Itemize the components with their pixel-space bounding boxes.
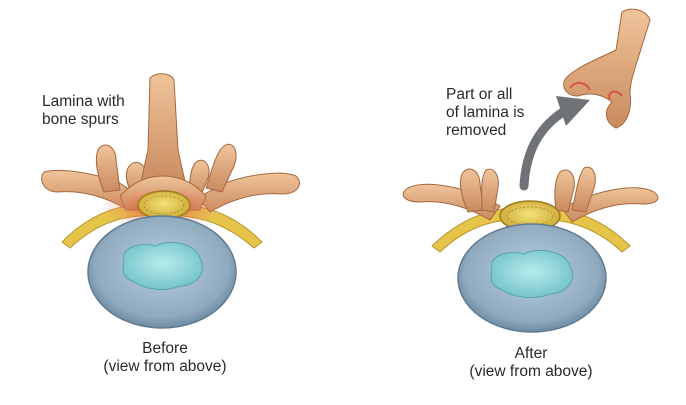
before-right-facet [205,143,237,193]
after-right-transverse-process [561,187,659,223]
after-caption: After (view from above) [446,345,616,381]
removed-lamina [563,8,651,129]
before-caption-line2: (view from above) [103,358,227,375]
before-annotation-line2: bone spurs [42,111,119,128]
before-caption: Before (view from above) [80,340,250,376]
before-vertebra [41,73,300,329]
before-spinal-cord [137,190,191,220]
after-annotation: Part or all of lamina is removed [446,86,524,140]
after-annotation-line2: of lamina is [446,104,525,121]
before-left-facet [95,144,121,193]
after-nucleus [490,250,573,298]
after-right-facet [554,169,575,213]
after-annotation-line3: removed [446,122,507,139]
before-nucleus [122,242,203,290]
after-annotation-line1: Part or all [446,86,513,103]
after-right-facet-2 [571,166,596,213]
before-annotation: Lamina with bone spurs [42,93,125,129]
removal-arrow [519,96,590,191]
before-spinous-process [139,73,187,187]
after-vertebra [402,166,659,333]
before-right-transverse-process [197,172,300,213]
after-left-facet-2 [481,168,499,213]
before-caption-line1: Before [142,340,188,357]
before-annotation-line1: Lamina with [42,93,125,110]
after-caption-line1: After [514,345,548,362]
after-caption-line2: (view from above) [469,363,593,380]
